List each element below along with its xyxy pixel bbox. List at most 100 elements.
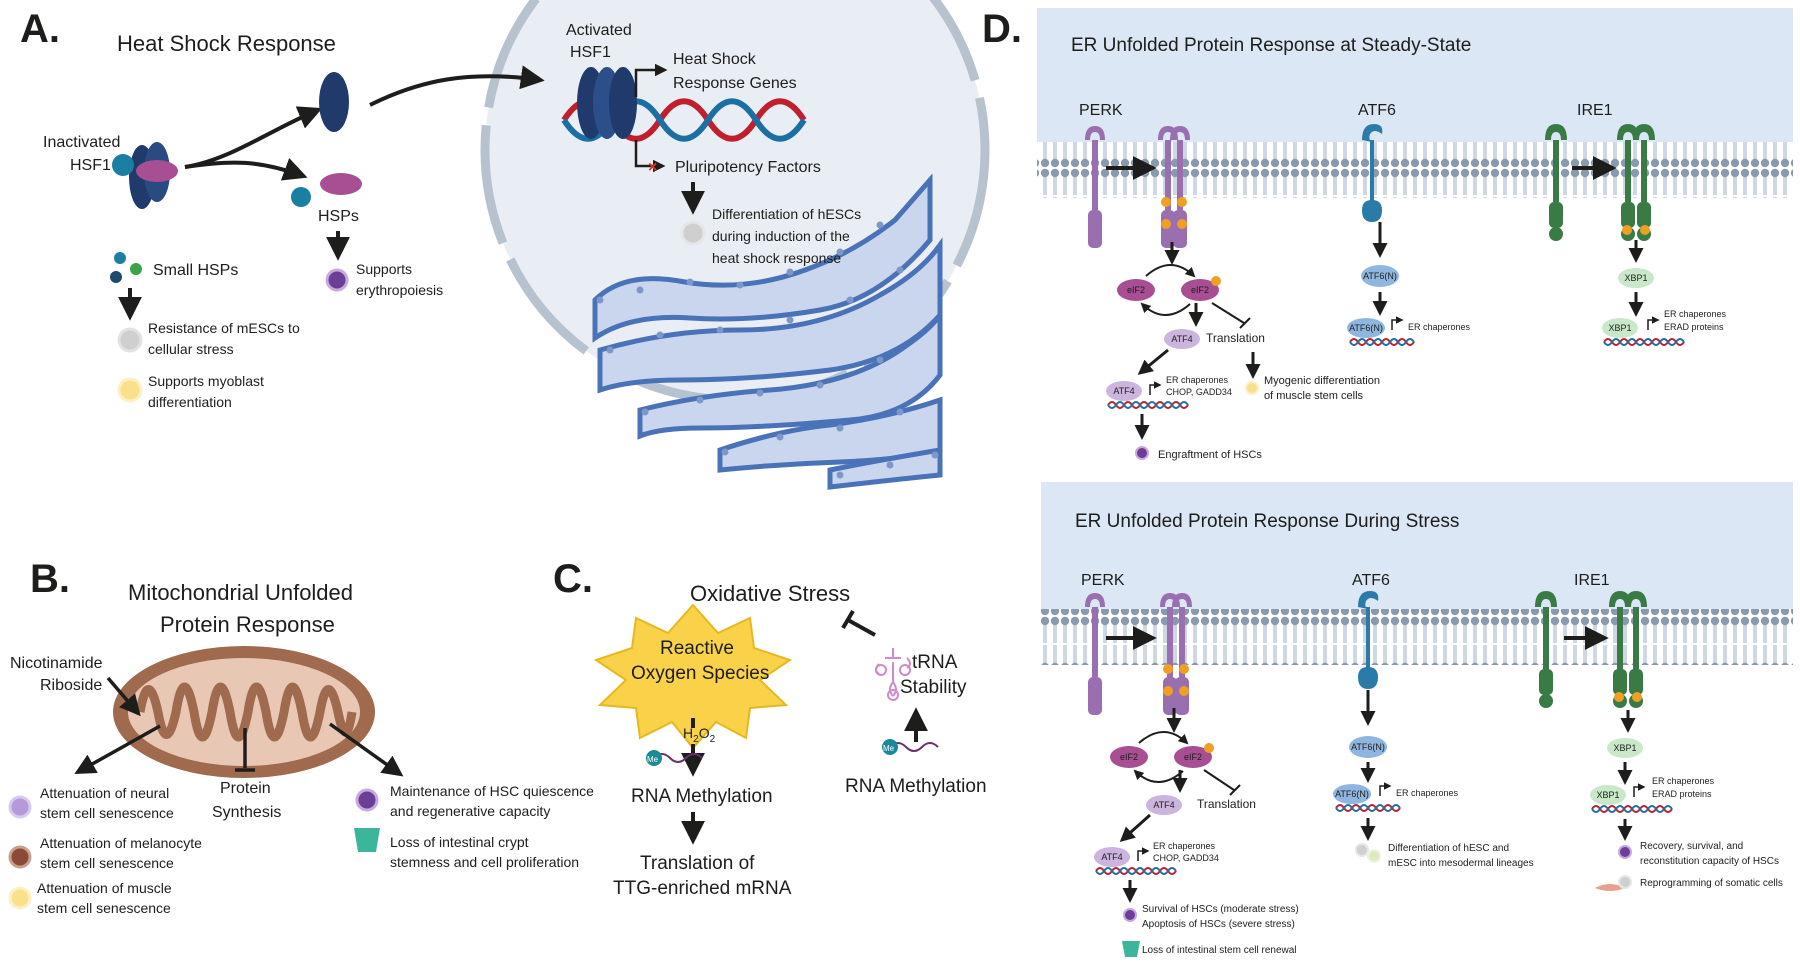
steady-eif2-b-label: eIF2	[1191, 285, 1209, 295]
panel-d-letter: D.	[982, 7, 1022, 51]
mesc-icon	[1367, 849, 1381, 863]
hesc-label-1: Differentiation of hESCs	[712, 206, 861, 222]
ribosome	[896, 266, 904, 274]
stress-title: ER Unfolded Protein Response During Stre…	[1075, 511, 1459, 532]
perk-dimer	[1160, 593, 1192, 715]
dna-strand	[1107, 401, 1189, 409]
mesc-cell-icon	[117, 327, 143, 353]
perk-monomer	[1085, 593, 1105, 715]
rna-meth-right-label: RNA Methylation	[845, 776, 987, 797]
promoter-arrow	[1137, 847, 1150, 861]
erythro-label-1: Supports	[356, 261, 412, 277]
inactivated-hsf1-complex	[112, 142, 178, 209]
steady-perk-label: PERK	[1079, 102, 1123, 119]
ribosome	[736, 281, 744, 289]
atf6-receptor	[1358, 591, 1379, 689]
stress-atf6n-a-label: ATF6(N)	[1351, 742, 1385, 752]
ribosome	[836, 471, 844, 479]
steady-atf6n-a	[1361, 265, 1399, 287]
stress-rec-2: reconstitution capacity of HSCs	[1640, 856, 1779, 867]
steady-atf4-b	[1106, 381, 1142, 401]
cycle-arrow	[1138, 731, 1189, 745]
steady-atf4-t2: CHOP, GADD34	[1166, 387, 1232, 397]
promoter-arrow	[1379, 782, 1392, 796]
ribosome	[896, 408, 904, 416]
inhibit-line	[1211, 302, 1245, 324]
panel-b-title-2: Protein Response	[160, 612, 335, 637]
melanocyte-icon	[8, 845, 32, 869]
steady-atf4-label: ATF4	[1171, 334, 1192, 344]
perk-monomer	[1085, 126, 1105, 248]
myoblast-icon	[117, 377, 143, 403]
dna-strand	[1591, 805, 1673, 813]
phosphate-icon	[1161, 219, 1171, 229]
stress-atf6n-b	[1333, 784, 1371, 804]
stress-intest: Loss of intestinal stem cell renewal	[1142, 945, 1297, 956]
stress-xbp1-t2: ERAD proteins	[1652, 789, 1712, 799]
stress-surv-1: Survival of HSCs (moderate stress)	[1142, 904, 1299, 915]
svg-text:Me: Me	[647, 755, 659, 764]
h2o2-label: H2O2	[683, 725, 716, 745]
stress-eif2-b-label: eIF2	[1184, 752, 1202, 762]
ros-label-1: Reactive	[660, 638, 734, 659]
myo-label-1: Supports myoblast	[148, 373, 264, 389]
intestinal-cell-icon	[1122, 941, 1140, 957]
hesc-label-2: during induction of the	[712, 228, 850, 244]
hsc-surv-icon	[1123, 908, 1137, 922]
promoter-arrow	[1633, 783, 1646, 797]
phosphate-icon	[1204, 743, 1214, 753]
panel-a-letter: A.	[20, 7, 60, 51]
crypt-label-1: Loss of intestinal crypt	[390, 834, 529, 850]
ribosome	[876, 356, 884, 364]
steady-atf4	[1164, 329, 1200, 349]
stress-surv-2: Apoptosis of HSCs (severe stress)	[1142, 919, 1295, 930]
stress-eif2-b	[1174, 746, 1212, 768]
phosphate-icon	[1179, 664, 1189, 674]
dna-strand	[1095, 867, 1177, 875]
phosphate-icon	[1177, 219, 1187, 229]
ribosome	[836, 248, 844, 256]
ribosome	[716, 326, 724, 334]
myo-cell-icon	[1245, 381, 1259, 395]
steady-xbp1-b	[1602, 318, 1638, 338]
steady-xbp1-t1: ER chaperones	[1664, 309, 1727, 319]
panel-c: C. Oxidative Stress Reactive Oxygen Spec…	[553, 557, 987, 899]
ribosome	[656, 331, 664, 339]
er-ribosomes	[596, 221, 939, 479]
stress-perk-label: PERK	[1081, 572, 1125, 589]
phosphate-icon	[1161, 197, 1171, 207]
steady-ire1-label: IRE1	[1577, 102, 1613, 119]
neural-label-1: Attenuation of neural	[40, 785, 169, 801]
ribosome	[606, 346, 614, 354]
cycle-arrow	[1145, 264, 1196, 278]
ipsc-icon	[1618, 875, 1632, 889]
neural-cell-icon	[8, 795, 32, 819]
nr-label-2: Riboside	[40, 677, 102, 694]
stress-xbp1-b-label: XBP1	[1596, 790, 1619, 800]
mesc-label-2: cellular stress	[148, 341, 234, 357]
stress-xbp1-b	[1590, 785, 1626, 805]
hsps-proteins	[291, 173, 362, 207]
hesc-icon	[1355, 843, 1369, 857]
cycle-arrow	[1133, 769, 1184, 783]
muscle-label-1: Attenuation of muscle	[37, 880, 172, 896]
phosphate-icon	[1163, 686, 1173, 696]
stress-atf6n-b-label: ATF6(N)	[1335, 789, 1369, 799]
ribosome	[846, 296, 854, 304]
crypt-label-2: stemness and cell proliferation	[390, 854, 579, 870]
activated-label-1: Activated	[566, 22, 632, 39]
translation-label-1: Translation of	[640, 853, 755, 874]
hsc-recovery-icon	[1618, 845, 1632, 859]
neural-label-2: stem cell senescence	[40, 805, 174, 821]
ire1-dimer	[1609, 591, 1647, 708]
panel-b-title-1: Mitochondrial Unfolded	[128, 580, 353, 605]
hsc-label-2: and regenerative capacity	[390, 803, 550, 819]
upr-receptors	[1085, 124, 1655, 715]
erythrocyte-icon	[325, 268, 349, 292]
steady-title: ER Unfolded Protein Response at Steady-S…	[1071, 35, 1471, 56]
ribosome	[696, 396, 704, 404]
promoter-arrow	[1391, 316, 1404, 330]
ribosome	[641, 408, 649, 416]
